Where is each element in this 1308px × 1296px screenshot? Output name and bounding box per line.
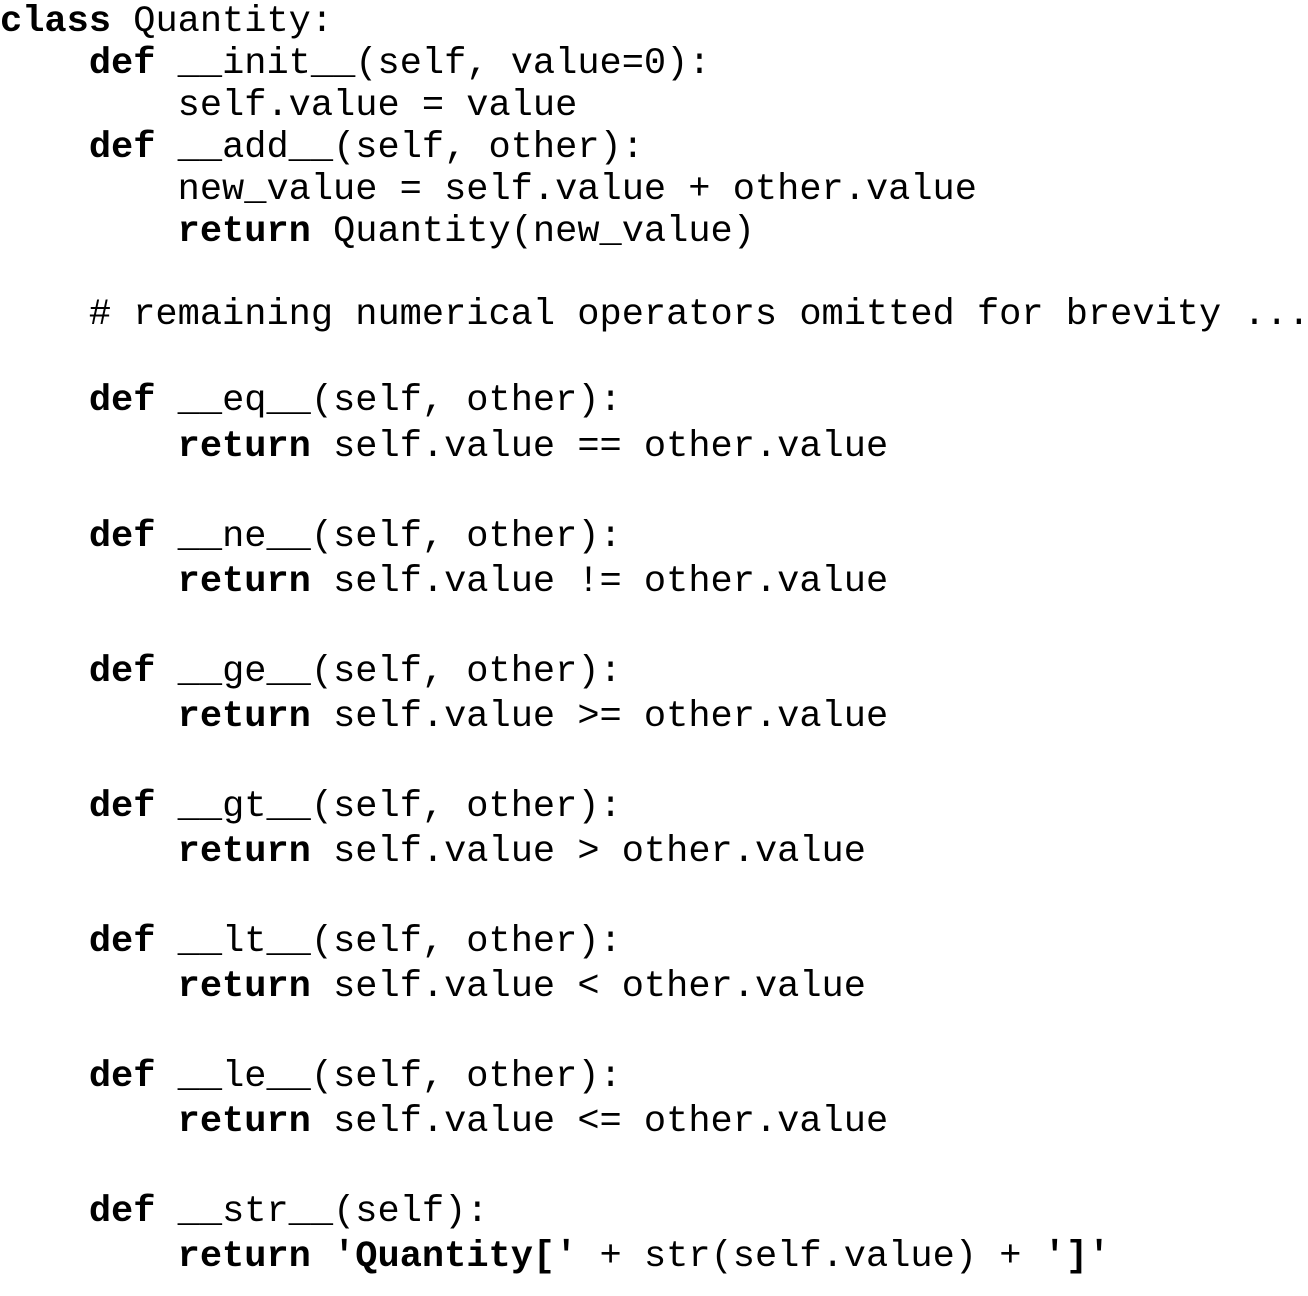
code-text — [0, 380, 89, 422]
code-text: __str__(self): — [155, 1191, 489, 1233]
code-text: self.value != other.value — [310, 561, 889, 603]
code-line: # remaining numerical operators omitted … — [0, 295, 1308, 335]
code-text — [0, 921, 89, 963]
code-line: def __lt__(self, other): — [0, 922, 622, 962]
code-keyword: def — [88, 127, 156, 169]
code-line: class Quantity: — [0, 2, 333, 42]
code-text — [0, 1056, 89, 1098]
code-text: # remaining numerical operators omitted … — [0, 294, 1308, 336]
code-keyword: class — [0, 1, 112, 43]
code-line: def __ne__(self, other): — [0, 517, 622, 557]
code-text: __gt__(self, other): — [155, 786, 622, 828]
code-text — [0, 651, 89, 693]
code-text: self.value < other.value — [310, 966, 866, 1008]
code-text: self.value == other.value — [310, 426, 889, 468]
code-keyword: return — [177, 966, 311, 1008]
code-line: def __eq__(self, other): — [0, 381, 622, 421]
code-line: return self.value == other.value — [0, 426, 889, 468]
code-text: __add__(self, other): — [155, 127, 644, 169]
code-text — [0, 43, 89, 85]
code-line: def __add__(self, other): — [0, 128, 644, 168]
code-keyword: return — [177, 831, 311, 873]
code-text — [0, 1101, 178, 1143]
code-line: return 'Quantity[' + str(self.value) + '… — [0, 1236, 1111, 1278]
code-text: self.value >= other.value — [310, 696, 889, 738]
code-text: __eq__(self, other): — [155, 380, 622, 422]
code-line: return self.value < other.value — [0, 967, 866, 1007]
code-line: def __str__(self): — [0, 1192, 489, 1232]
code-keyword: 'Quantity[' — [333, 1236, 578, 1278]
code-text: + str(self.value) + — [577, 1236, 1044, 1278]
code-text — [0, 1236, 178, 1278]
code-keyword: def — [88, 786, 156, 828]
code-keyword: return — [177, 1236, 311, 1278]
code-text: Quantity(new_value) — [310, 211, 755, 253]
code-line: return self.value > other.value — [0, 832, 866, 872]
code-line: return self.value >= other.value — [0, 696, 889, 738]
code-line: return self.value != other.value — [0, 561, 889, 603]
code-keyword: return — [177, 426, 311, 468]
code-text: self.value > other.value — [310, 831, 866, 873]
code-keyword: def — [88, 380, 156, 422]
code-text — [0, 211, 178, 253]
code-text — [0, 127, 89, 169]
code-text — [0, 1191, 89, 1233]
code-line: def __init__(self, value=0): — [0, 44, 711, 84]
code-keyword: def — [88, 43, 156, 85]
code-text — [311, 1236, 333, 1278]
code-text: __init__(self, value=0): — [155, 43, 711, 85]
code-text: self.value <= other.value — [310, 1101, 889, 1143]
code-text — [0, 831, 178, 873]
code-keyword: return — [177, 561, 311, 603]
code-text: __le__(self, other): — [155, 1056, 622, 1098]
code-keyword: ']' — [1043, 1236, 1111, 1278]
code-text — [0, 966, 178, 1008]
code-text — [0, 426, 178, 468]
code-text: self.value = value — [0, 85, 578, 127]
code-keyword: return — [177, 1101, 311, 1143]
code-text — [0, 561, 178, 603]
code-line: return Quantity(new_value) — [0, 212, 755, 252]
code-text: __ge__(self, other): — [155, 651, 622, 693]
code-text: Quantity: — [111, 1, 334, 43]
code-text — [0, 696, 178, 738]
code-keyword: def — [88, 921, 156, 963]
code-text: new_value = self.value + other.value — [0, 169, 977, 211]
code-text: __lt__(self, other): — [155, 921, 622, 963]
code-keyword: return — [177, 211, 311, 253]
code-text: __ne__(self, other): — [155, 516, 622, 558]
code-keyword: def — [88, 1056, 156, 1098]
code-keyword: def — [88, 651, 156, 693]
code-line: def __ge__(self, other): — [0, 652, 622, 692]
code-line: new_value = self.value + other.value — [0, 170, 977, 210]
code-keyword: def — [88, 1191, 156, 1233]
code-text — [0, 786, 89, 828]
code-text — [0, 516, 89, 558]
code-line: return self.value <= other.value — [0, 1101, 889, 1143]
code-line: self.value = value — [0, 85, 578, 127]
code-keyword: def — [88, 516, 156, 558]
code-line: def __gt__(self, other): — [0, 787, 622, 827]
code-line: def __le__(self, other): — [0, 1057, 622, 1097]
code-keyword: return — [177, 696, 311, 738]
